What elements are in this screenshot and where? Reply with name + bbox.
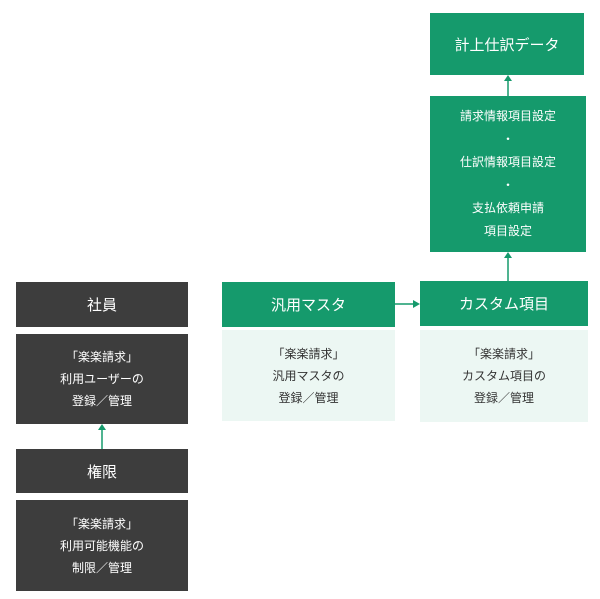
journal-data-title: 計上仕訳データ	[454, 35, 560, 54]
employee-title: 社員	[86, 296, 117, 314]
permission-title-box: 権限	[16, 449, 188, 493]
settings-bullet: ・	[501, 178, 514, 192]
arrowhead-up-employee	[98, 424, 106, 430]
settings-line: 支払依頼申請	[471, 201, 544, 215]
settings-box: 請求情報項目設定 ・ 仕訳情報項目設定 ・ 支払依頼申請 項目設定	[430, 96, 586, 252]
custom-item-desc-line: カスタム項目の	[461, 369, 546, 383]
employee-title-box: 社員	[16, 282, 188, 327]
employee-desc-line: 「楽楽請求」	[65, 350, 138, 364]
custom-item-desc-line: 「楽楽請求」	[467, 347, 540, 361]
general-master-title-box: 汎用マスタ	[222, 282, 395, 327]
permission-desc-line: 制限／管理	[71, 560, 132, 575]
journal-data-box: 計上仕訳データ	[430, 13, 584, 75]
arrowhead-up-journal	[504, 75, 512, 81]
custom-item-desc-line: 登録／管理	[473, 391, 534, 405]
arrowhead-right-custom	[413, 300, 420, 308]
permission-desc-line: 「楽楽請求」	[65, 516, 138, 531]
custom-item-title-box: カスタム項目	[420, 281, 588, 326]
permission-desc-box: 「楽楽請求」 利用可能機能の 制限／管理	[16, 500, 188, 591]
general-master-title: 汎用マスタ	[270, 296, 346, 314]
employee-desc-box: 「楽楽請求」 利用ユーザーの 登録／管理	[16, 334, 188, 424]
custom-item-desc-box: 「楽楽請求」 カスタム項目の 登録／管理	[420, 330, 588, 422]
settings-bullet: ・	[501, 132, 514, 146]
general-master-desc-line: 「楽楽請求」	[272, 346, 345, 361]
permission-title: 権限	[86, 462, 117, 481]
general-master-desc-line: 汎用マスタの	[272, 368, 345, 383]
employee-desc-line: 利用ユーザーの	[60, 372, 144, 386]
settings-line: 請求情報項目設定	[459, 109, 556, 123]
settings-line: 仕訳情報項目設定	[459, 155, 556, 169]
general-master-desc-line: 登録／管理	[278, 390, 339, 405]
arrowhead-up-settings	[504, 252, 512, 258]
custom-item-title: カスタム項目	[458, 295, 549, 313]
general-master-desc-box: 「楽楽請求」 汎用マスタの 登録／管理	[222, 330, 395, 421]
settings-line: 項目設定	[483, 224, 532, 238]
employee-desc-line: 登録／管理	[71, 394, 132, 408]
permission-desc-line: 利用可能機能の	[59, 538, 144, 553]
